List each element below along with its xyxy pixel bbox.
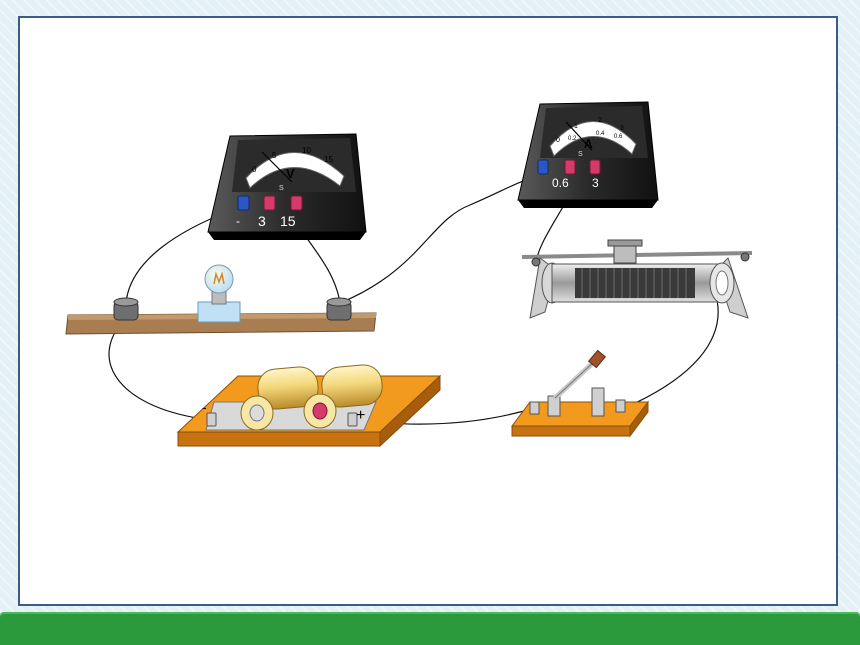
voltmeter-terminal-15[interactable] [290,195,303,211]
voltmeter-scale-0: 0 [252,165,257,174]
ammeter: 0 1 2 3 0.2 0.4 0.6 A S 0.6 3 [517,101,659,208]
battery-cell-right [303,364,383,429]
voltmeter-scale-5: 5 [272,151,277,160]
battery-pos-sign: + [356,407,365,424]
battery-neg-sign: - [202,399,207,415]
bulb-glass-icon [204,264,234,294]
rheostat [521,239,753,319]
voltmeter-needle [261,151,293,183]
rheostat-slider[interactable] [607,239,643,264]
voltmeter-scale-10: 10 [302,146,311,155]
footer-bar [0,612,860,645]
binding-post-left[interactable] [113,297,139,321]
ammeter-needle [565,121,593,151]
rheostat-slider-rail [521,251,753,259]
ammeter-terminal-0-6[interactable] [564,159,576,175]
voltmeter-mode-mark: S [279,185,284,192]
battery-terminal-pos[interactable] [347,412,358,427]
ammeter-range-3: 3 [592,176,599,190]
rheostat-terminal-left[interactable] [531,257,541,267]
rheostat-terminal-right[interactable] [740,252,750,262]
ammeter-inner-scale-0-4: 0.4 [596,131,605,137]
battery-holder: - + [176,364,442,448]
ammeter-range-0-6: 0.6 [552,176,569,190]
ammeter-scale-2: 2 [598,117,602,124]
ammeter-terminal-3[interactable] [589,159,601,175]
ammeter-scale-0: 0 [556,137,560,144]
switch-handle[interactable] [587,349,607,369]
ammeter-mode-mark: S [578,151,583,158]
voltmeter-symbol: V [286,166,295,181]
voltmeter: 0 5 10 15 V S - 3 15 [207,133,367,240]
binding-post-right[interactable] [326,297,352,321]
content-frame [18,16,838,606]
ammeter-inner-scale-0-2: 0.2 [568,136,577,142]
voltmeter-neg-mark: - [236,214,240,228]
battery-cell-left [240,366,319,431]
wire-junction-to-ammeter [339,175,541,304]
voltmeter-range-15: 15 [280,213,296,229]
ammeter-terminal-neg[interactable] [537,159,549,175]
voltmeter-terminal-3[interactable] [263,195,276,211]
switch-terminal-left[interactable] [529,401,540,415]
voltmeter-dial [245,152,345,189]
light-bulb [197,264,241,323]
ammeter-dial [549,121,637,157]
knife-switch[interactable] [511,349,649,438]
ammeter-scale-3: 3 [620,125,624,132]
ammeter-inner-scale-0-6: 0.6 [614,134,623,140]
voltmeter-terminal-neg[interactable] [237,195,250,211]
ammeter-symbol: A [584,137,593,151]
switch-terminal-right[interactable] [615,399,626,413]
voltmeter-scale-15: 15 [324,155,333,164]
voltmeter-range-3: 3 [258,213,266,229]
wire-rheostat-to-switch [619,291,719,411]
battery-terminal-neg[interactable] [206,412,217,427]
ammeter-scale-1: 1 [574,123,578,130]
